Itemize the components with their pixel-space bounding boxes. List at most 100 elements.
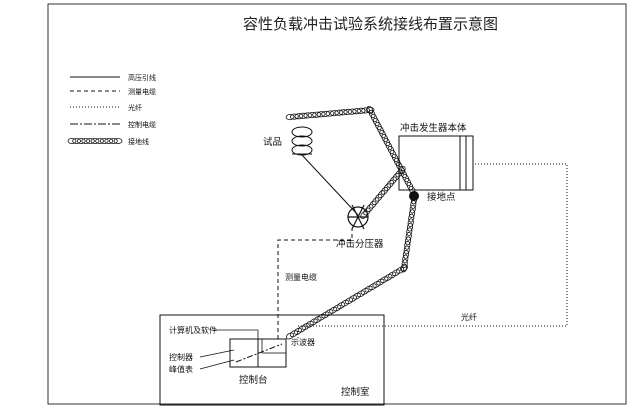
ground-coil-loop [410, 200, 417, 209]
voltage-divider-icon [347, 204, 369, 230]
ground-coil-loop [381, 133, 389, 143]
ground-coil-loop [360, 211, 368, 219]
ground-coil-loop [321, 311, 330, 319]
hv-lead-to-divider [301, 154, 359, 216]
ground-coil-loop [408, 185, 416, 195]
legend-hv-label: 高压引线 [128, 73, 156, 82]
ground-coil-loop [364, 285, 373, 293]
ground-coil-loop [313, 316, 322, 324]
ground-coil-loop [388, 271, 397, 279]
ground-coil-loop [113, 137, 123, 144]
ground-coil-loop [374, 193, 383, 202]
legend-fiber-label: 光纤 [128, 103, 142, 112]
ground-coil-loop [377, 190, 386, 199]
ground-coil-loop [352, 292, 361, 300]
ground-coil-loop [298, 112, 308, 119]
ground-coil-loop [392, 269, 401, 277]
ground-coil-loop [404, 236, 412, 246]
ground-coil-loop [344, 297, 354, 305]
ground-coil-loop [405, 231, 412, 241]
ground-coil-loop [356, 107, 366, 114]
voltage-divider-label: 冲击分压器 [336, 238, 384, 250]
ground-coil-loop [379, 129, 386, 139]
ground-coil-loop [372, 280, 381, 288]
ground-coil-loop [369, 200, 377, 209]
ground-coil-loop [293, 327, 302, 335]
ground-coil-loop [403, 245, 410, 255]
ground-coil-loop [330, 110, 339, 117]
ground-coil-loop [401, 259, 408, 268]
ground-coil-loop [402, 173, 410, 183]
ground-coil-loop [361, 107, 370, 114]
ground-coil-loop [99, 137, 109, 144]
ground-coil-loop [370, 113, 378, 123]
ground-coil-loop [95, 137, 104, 144]
ground-coil-loop [303, 112, 313, 119]
peak-meter-label: 峰值表 [169, 364, 193, 374]
console-label: 控制台 [239, 374, 268, 386]
ground-coil-loop [368, 283, 377, 291]
ground-coil-loop [360, 287, 369, 295]
controller-label: 控制器 [169, 352, 193, 362]
ground-coil-loop [409, 204, 416, 214]
ground-coil-loop [398, 165, 405, 175]
ground-coil-loop [363, 207, 371, 216]
diagram-title: 容性负载冲击试验系统接线布置示意图 [243, 15, 498, 33]
ground-coil-loop [316, 111, 326, 118]
ground-coil-loop [312, 111, 322, 118]
ground-coil-loop [72, 137, 81, 144]
controller-leader-line [199, 349, 235, 358]
ground-coil-loop [329, 306, 338, 314]
ground-coil-loop [334, 109, 344, 116]
ground-coil-loop [372, 117, 380, 127]
ground-coil-loop [383, 183, 392, 192]
ground-coil-loop [337, 302, 346, 309]
ground-coil-loop [343, 108, 353, 115]
ground-coil-loop [365, 106, 375, 114]
ground-coil-loop [380, 276, 389, 284]
ground-coil-loop [104, 137, 114, 144]
diagram-frame [47, 3, 627, 405]
ground-coil-loop [372, 197, 380, 206]
ground-coil-loop [356, 290, 365, 298]
measurement-cable-route [277, 228, 353, 339]
ground-coil-loop [368, 109, 376, 119]
ground-coil-loop [399, 264, 409, 272]
peak-meter-leader-line [199, 359, 235, 370]
console-control-cable [235, 343, 283, 363]
ground-coil-loop [393, 157, 401, 167]
ground-coil-loop [340, 299, 350, 307]
ground-coil-loop [301, 323, 310, 331]
optical-fiber-label: 光纤 [461, 312, 477, 322]
ground-coil-loop [385, 141, 393, 151]
control-room-label: 控制室 [341, 386, 370, 398]
ground-coil-loop [391, 153, 399, 163]
ground-coil-loop [348, 295, 357, 302]
ground-coil-loop [408, 209, 416, 218]
ground-coil-loop [352, 108, 362, 115]
ground-coil-loop [297, 325, 306, 333]
ground-coil-loop [67, 137, 77, 144]
measurement-cable-label: 测量电缆 [285, 272, 317, 282]
ground-wire-coils [285, 105, 418, 340]
ground-coil-loop [285, 113, 295, 121]
ground-coil-loop [384, 273, 393, 281]
ground-coil-loop [309, 318, 318, 326]
test-object-label: 试品 [263, 136, 282, 148]
ground-coil-loop [406, 222, 414, 232]
ground-coil-loop [305, 320, 314, 328]
ground-coil-loop [387, 145, 395, 155]
ground-coil-loop [408, 213, 415, 223]
ground-coil-loop [406, 181, 414, 191]
ground-coil-loop [392, 173, 400, 181]
ground-coil-loop [366, 105, 374, 115]
legend: 高压引线 测量电缆 光纤 控制电缆 接地线 [67, 73, 156, 146]
ground-coil-loop [396, 161, 403, 171]
ground-coil-loop [86, 137, 95, 144]
ground-coil-loop [402, 250, 410, 259]
ground-coil-loop [76, 137, 86, 144]
legend-control-label: 控制电缆 [128, 120, 156, 129]
ground-coil-loop [404, 177, 412, 187]
ground-coil-loop [333, 304, 342, 312]
